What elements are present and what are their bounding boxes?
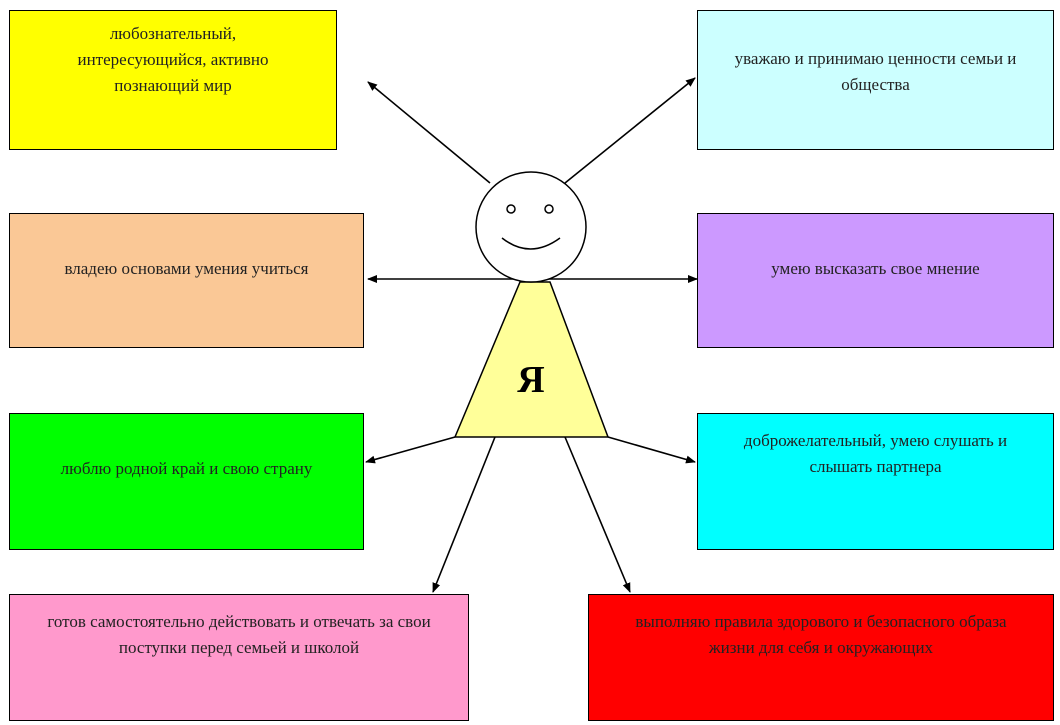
box-healthy: выполняю правила здорового и безопасного… — [588, 594, 1054, 721]
center-label: Я — [517, 359, 544, 401]
box-homeland-text: люблю родной край и свою страну — [60, 459, 313, 478]
box-learning-text: владею основами умения учиться — [64, 259, 309, 278]
box-responsible-text: готов самостоятельно действовать и отвеч… — [47, 612, 431, 657]
box-values: уважаю и принимаю ценности семьи и общес… — [697, 10, 1054, 150]
figure-head — [475, 171, 587, 283]
box-friendly-text: доброжелательный, умею слушать и слышать… — [743, 431, 1008, 476]
box-healthy-text: выполняю правила здорового и безопасного… — [635, 612, 1007, 657]
arrow-to-friendly — [607, 436, 696, 464]
box-learning: владею основами умения учиться — [9, 213, 364, 348]
box-opinion-text: умею высказать свое мнение — [771, 259, 980, 278]
box-friendly: доброжелательный, умею слушать и слышать… — [697, 413, 1054, 550]
box-homeland: люблю родной край и свою страну — [9, 413, 364, 550]
arrow-to-curious — [367, 81, 491, 184]
smile — [501, 237, 561, 250]
arrow-to-responsible — [432, 436, 496, 593]
box-curious: любознательный, интересующийся, активно … — [9, 10, 337, 150]
arrow-to-values — [564, 77, 696, 184]
box-responsible: готов самостоятельно действовать и отвеч… — [9, 594, 469, 721]
left-eye — [506, 204, 516, 214]
box-values-text: уважаю и принимаю ценности семьи и общес… — [734, 49, 1017, 94]
arrow-to-homeland — [365, 436, 456, 464]
box-curious-text: любознательный, интересующийся, активно … — [77, 24, 269, 95]
arrow-to-healthy — [564, 436, 631, 593]
box-opinion: умею высказать свое мнение — [697, 213, 1054, 348]
right-eye — [544, 204, 554, 214]
